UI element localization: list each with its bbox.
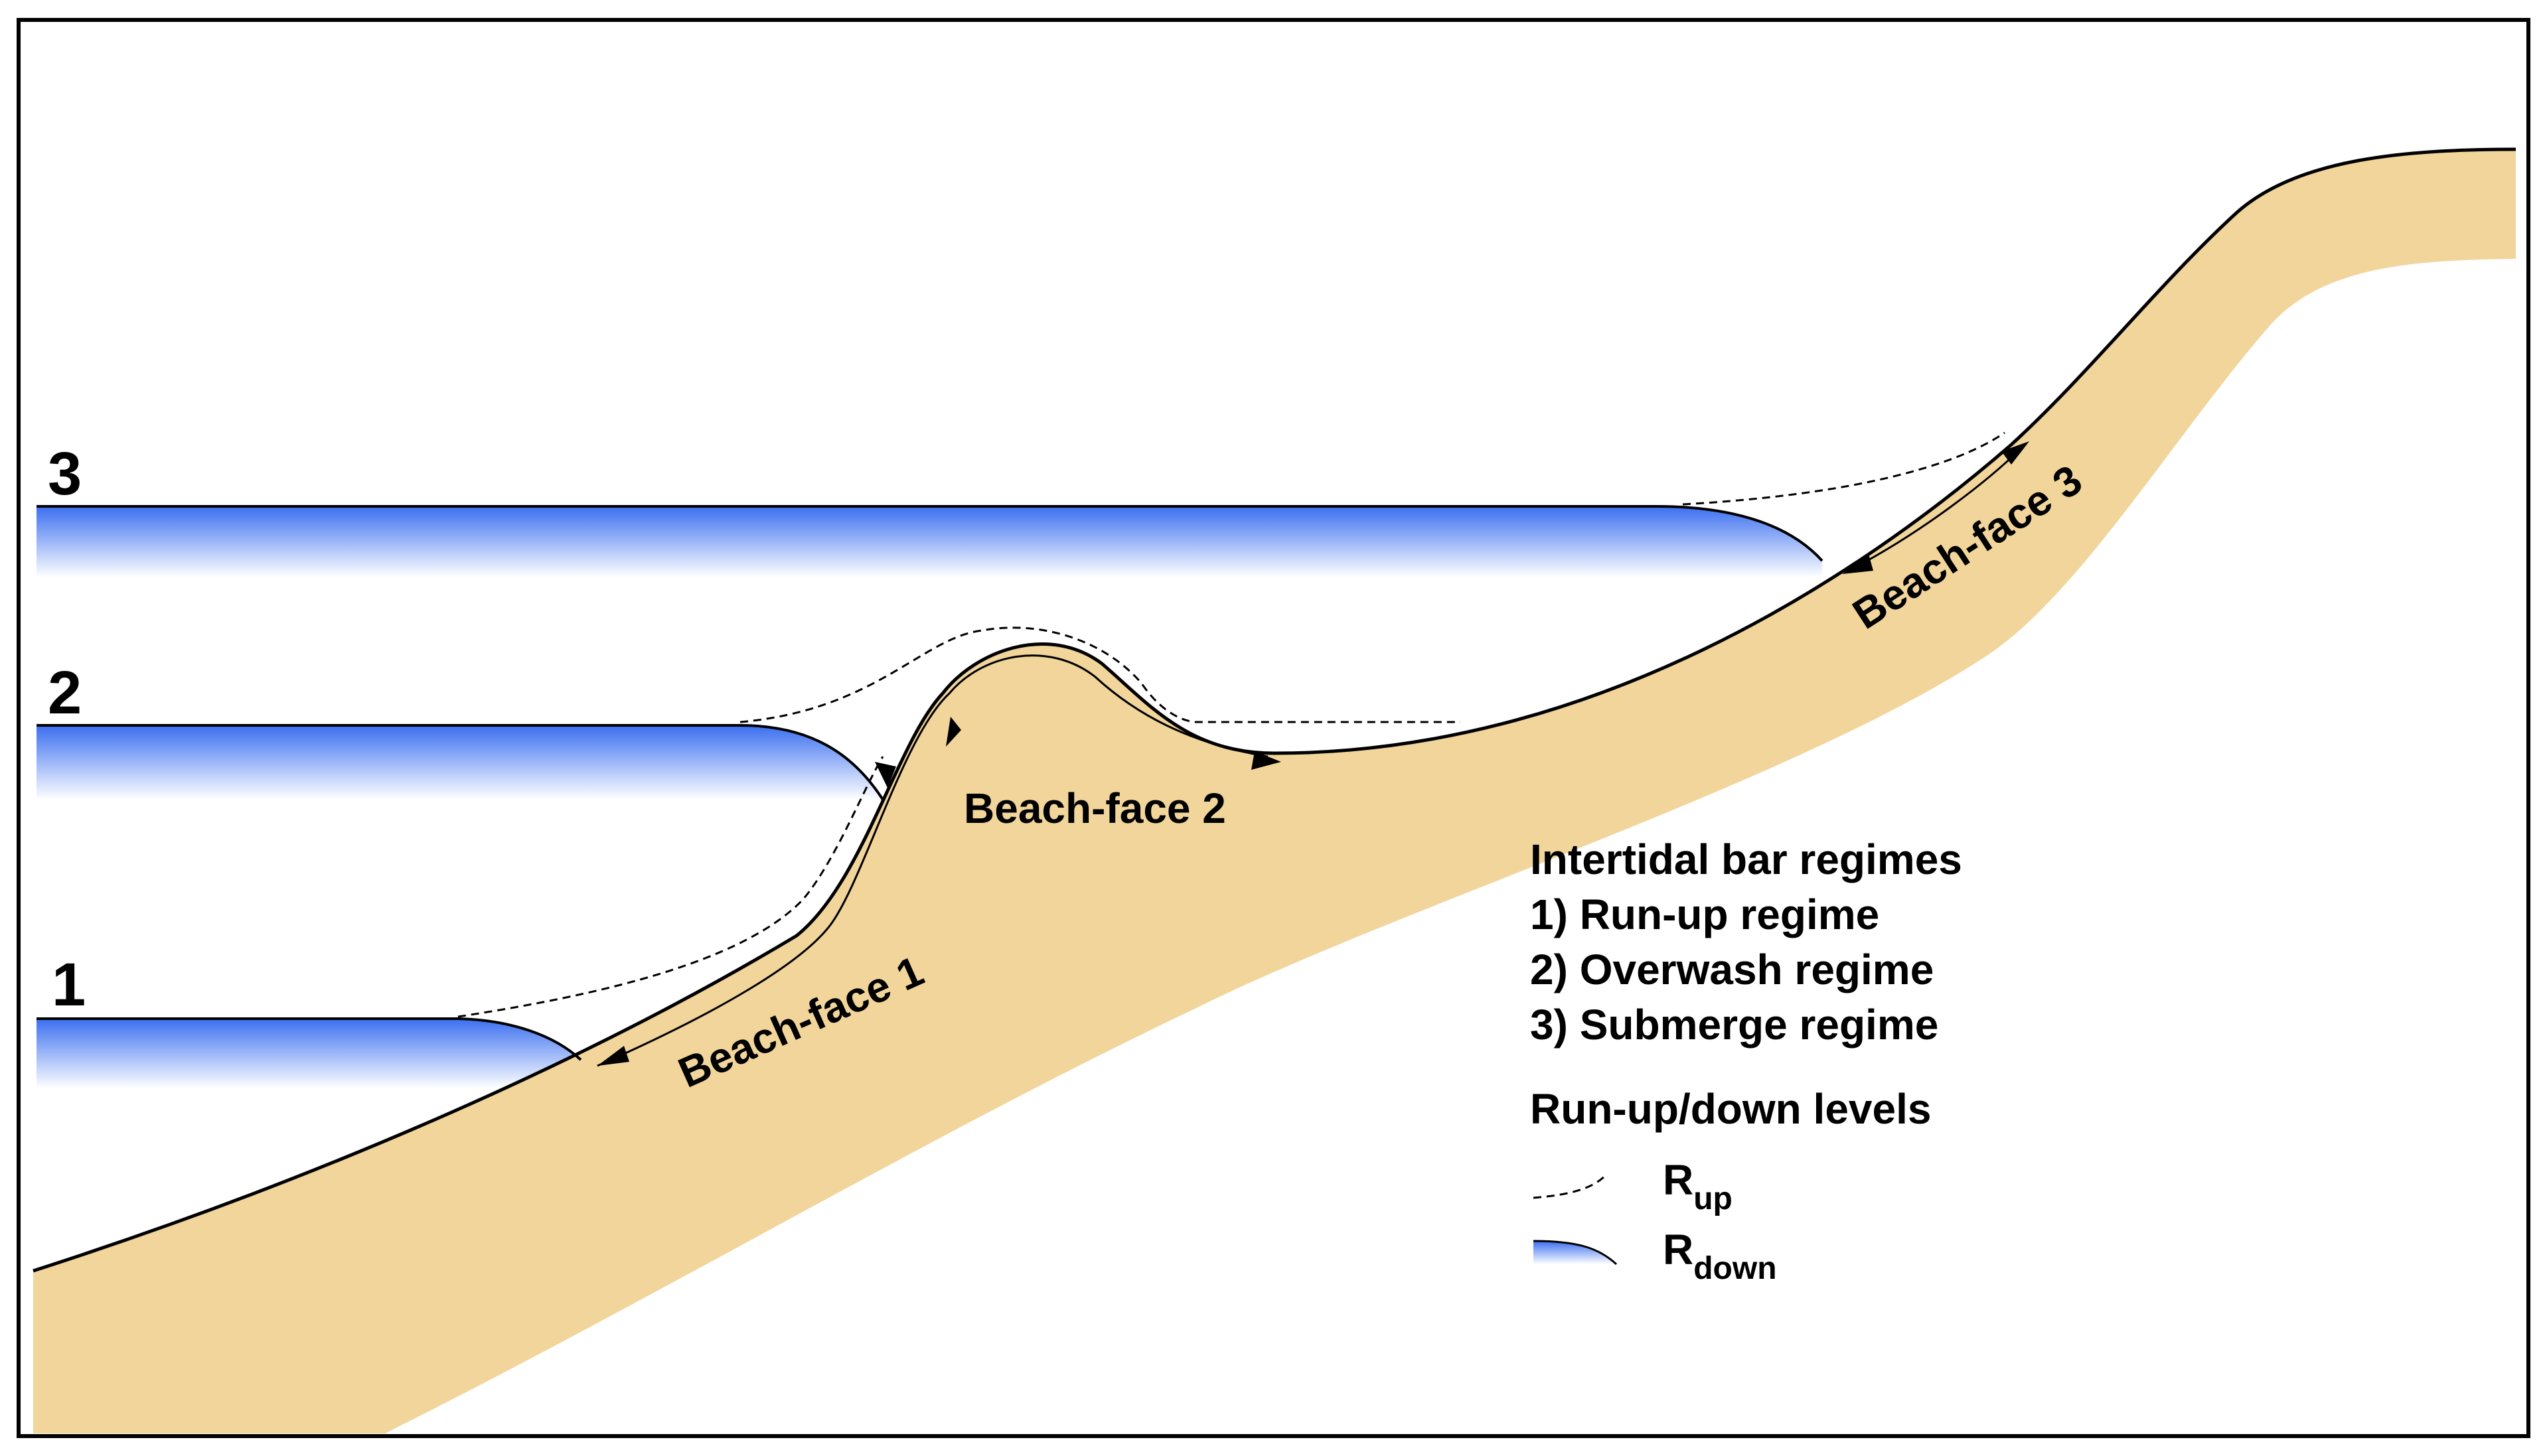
legend-levels-title: Run-up/down levels — [1530, 1085, 1931, 1133]
beach-face-2-label: Beach-face 2 — [964, 784, 1226, 832]
legend-rdown-swatch-outline — [1533, 1240, 1618, 1266]
legend-regime-1: 1) Run-up regime — [1530, 891, 1879, 938]
arrowhead-beach-face-2-up — [946, 717, 961, 747]
swash-path-2 — [948, 654, 1269, 758]
legend-rdown-sub: down — [1693, 1251, 1776, 1286]
legend-rup-sub: up — [1693, 1181, 1733, 1216]
water-level-1-label: 1 — [52, 951, 86, 1019]
water-level-2-body — [37, 725, 883, 800]
rup-dashed-1 — [457, 756, 884, 1018]
water-level-3-label: 3 — [48, 440, 82, 508]
legend-regime-2: 2) Overwash regime — [1530, 946, 1934, 993]
arrowhead-beach-face-2-down — [1251, 751, 1281, 770]
swash-path-1 — [597, 692, 951, 1067]
sand-profile — [33, 149, 2516, 1433]
arrowhead-beach-face-3-up — [2001, 441, 2029, 465]
legend-rdown-base: R — [1663, 1226, 1693, 1274]
arrowhead-beach-face-1-up — [875, 762, 896, 788]
swash-path-3 — [1848, 447, 2023, 572]
water-level-1-body — [37, 1019, 581, 1088]
legend-regimes-title: Intertidal bar regimes — [1530, 836, 1962, 883]
legend-rdown-swatch — [1533, 1241, 1616, 1264]
arrowhead-beach-face-1-down — [597, 1046, 629, 1066]
sand-surface-line — [33, 147, 2516, 1273]
rup-dashed-3 — [1682, 431, 2005, 506]
water-level-3-body — [37, 506, 1822, 577]
rdown-curve-1 — [37, 1017, 582, 1061]
rdown-curve-3 — [37, 505, 1823, 562]
arrowhead-beach-face-3-down — [1842, 554, 1873, 574]
legend-rup-swatch — [1533, 1173, 1608, 1199]
legend-regime-3: 3) Submerge regime — [1530, 1001, 1938, 1049]
legend-rup-label: Rup — [1663, 1156, 1733, 1216]
water-level-2-label: 2 — [48, 659, 82, 727]
legend-rup-base: R — [1663, 1156, 1693, 1204]
legend-rdown-label: Rdown — [1663, 1226, 1777, 1286]
